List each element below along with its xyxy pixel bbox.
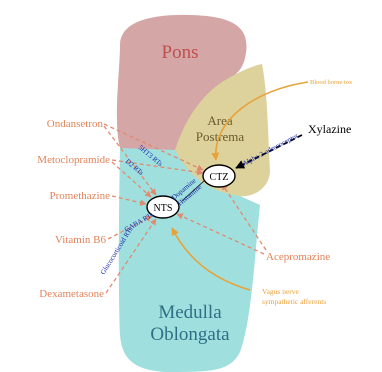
medulla-label-line2: Oblongata xyxy=(150,324,230,345)
medulla-label-line1: Medulla xyxy=(158,302,222,323)
vagus-nerve-label-line2: sympathetic afferents xyxy=(262,297,326,306)
xylazine-label: Xylazine xyxy=(308,122,351,136)
metoclopramide-label: Metoclopramide xyxy=(37,154,110,166)
acepromazine-label: Acepromazine xyxy=(266,251,330,263)
dexametasone-label: Dexametasone xyxy=(39,288,104,300)
vagus-nerve-label-line1: Vagus nerve xyxy=(262,287,300,296)
blood-borne-label: Blood borne tox xyxy=(310,79,353,86)
ondansetron-label: Ondansetron xyxy=(47,118,104,130)
nts-label: NTS xyxy=(154,203,173,214)
area-postrema-label-line2: Postrema xyxy=(196,129,245,144)
pons-label: Pons xyxy=(162,42,199,63)
ctz-label: CTZ xyxy=(210,172,229,183)
vitamin-b6-label: Vitamin B6 xyxy=(55,234,106,246)
promethazine-label: Promethazine xyxy=(50,190,111,202)
